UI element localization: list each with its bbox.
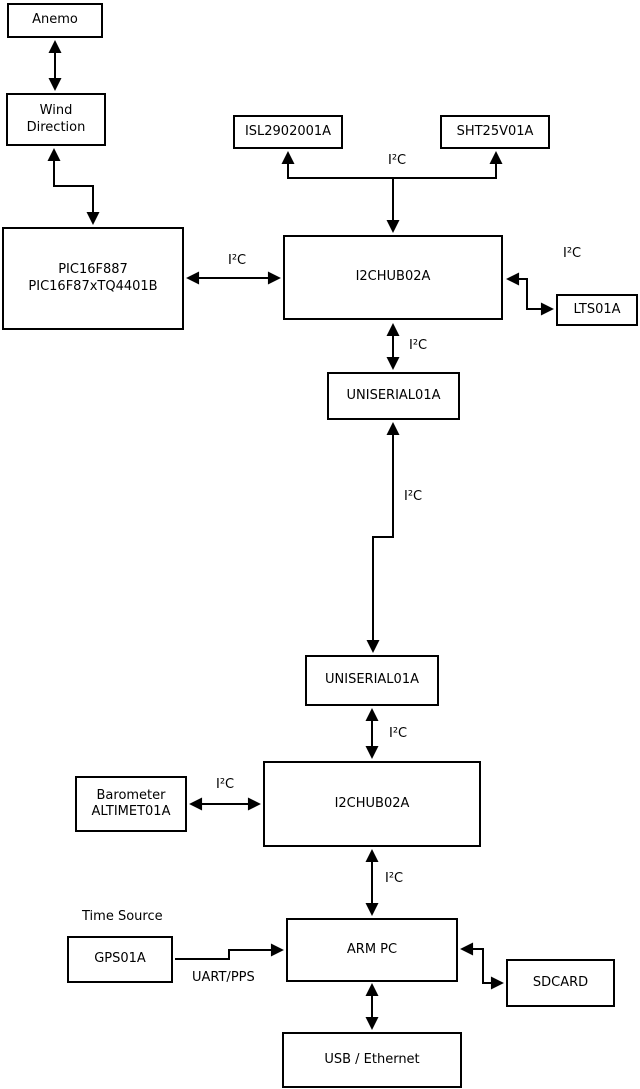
connector-winddirection-pic — [47, 148, 100, 225]
node-wind-direction: Wind Direction — [6, 93, 106, 146]
node-lts01a: LTS01A — [556, 294, 638, 326]
label-i2c-hub1-uniserial: I²C — [409, 338, 428, 353]
node-gps01a: GPS01A — [67, 936, 173, 983]
label-i2c-isl-sht: I²C — [388, 153, 407, 168]
label-i2c-uniserial-link: I²C — [404, 489, 423, 504]
label-i2c-hub1-lts: I²C — [563, 246, 582, 261]
node-usb-ethernet: USB / Ethernet — [282, 1032, 462, 1088]
connector-hub1-lts — [506, 272, 554, 316]
label-i2c-uniserial-hub2: I²C — [389, 726, 408, 741]
node-uniserial01a-bottom: UNISERIAL01A — [305, 655, 439, 706]
label-time-source: Time Source — [82, 909, 163, 924]
node-pic16f887: PIC16F887 PIC16F87xTQ4401B — [2, 227, 184, 330]
node-anemo: Anemo — [7, 3, 103, 38]
node-sdcard: SDCARD — [506, 959, 615, 1007]
node-sht25v01a: SHT25V01A — [440, 115, 550, 149]
node-i2chub02a-bottom: I2CHUB02A — [263, 761, 481, 847]
connector-armpc-sdcard — [460, 942, 504, 990]
node-arm-pc: ARM PC — [286, 918, 458, 982]
node-i2chub02a-top: I2CHUB02A — [283, 235, 503, 320]
label-i2c-pic-hub1: I²C — [228, 253, 247, 268]
node-uniserial01a-top: UNISERIAL01A — [327, 372, 460, 420]
connector-gps-armpc — [175, 943, 284, 960]
node-isl2902001a: ISL2902001A — [233, 115, 343, 149]
node-barometer-altimet01a: Barometer ALTIMET01A — [75, 776, 187, 832]
label-i2c-hub2-armpc: I²C — [385, 871, 404, 886]
label-i2c-barometer-hub2: I²C — [216, 777, 235, 792]
connector-uniserial-top-uniserial-bottom — [366, 422, 400, 653]
label-uart-pps: UART/PPS — [192, 970, 255, 985]
